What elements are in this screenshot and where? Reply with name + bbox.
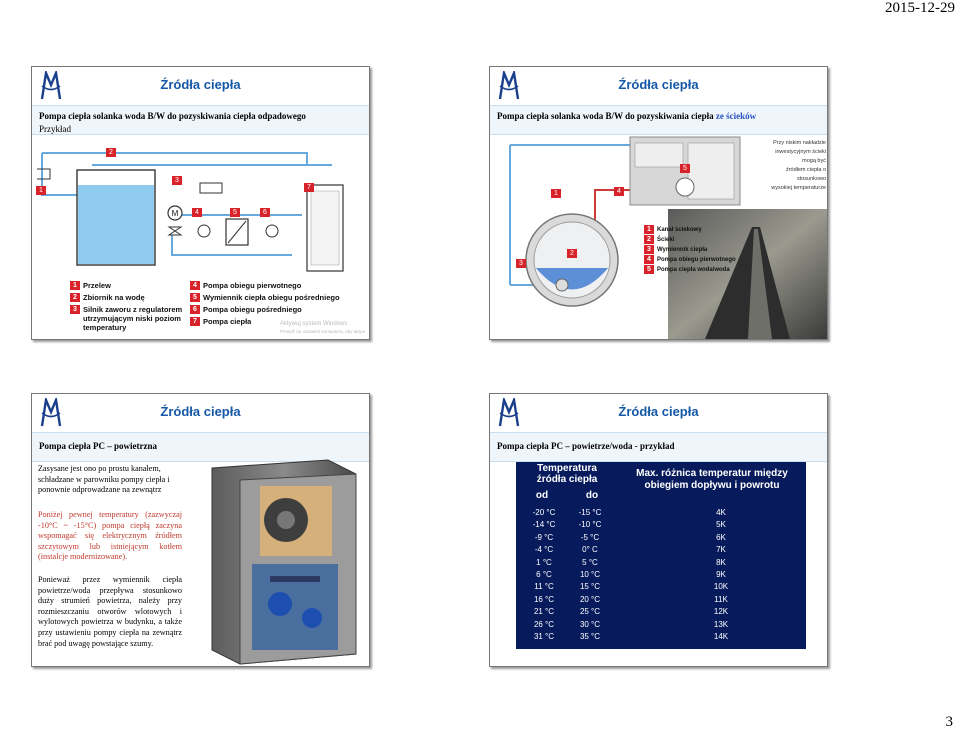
- slide-subtitle: Pompa ciepła PC – powietrzna: [39, 441, 157, 451]
- paragraph-1: Zasysane jest ono po prostu kanałem, sch…: [38, 464, 182, 496]
- slide-thumbnail-1[interactable]: Źródła ciepła Pompa ciepła solanka woda …: [31, 66, 370, 340]
- table-cell-diff: 6K: [666, 533, 776, 542]
- table-header-source: Temperatura źródła ciepła: [524, 463, 610, 485]
- date-label: 2015-12-29: [885, 0, 955, 17]
- slide-subtitle: Pompa ciepła solanka woda B/W do pozyski…: [497, 111, 756, 121]
- table-cell-diff: 8K: [666, 558, 776, 567]
- slide-header-band: Pompa ciepła solanka woda B/W do pozyski…: [490, 105, 827, 135]
- table-header-max-diff: Max. różnica temperatur między obiegiem …: [626, 468, 798, 492]
- slide-thumbnail-4[interactable]: Źródła ciepła Pompa ciepła PC – powietrz…: [489, 393, 828, 667]
- table-cell-to: 30 °C: [562, 620, 618, 629]
- page-number: 3: [946, 714, 954, 731]
- table-cell-diff: 10K: [666, 582, 776, 591]
- slide-title: Źródła ciepła: [490, 77, 827, 92]
- air-heat-pump-illustration: [200, 458, 368, 666]
- temperature-table: Temperatura źródła ciepła od do Max. róż…: [516, 462, 806, 649]
- table-cell-to: 0° C: [562, 545, 618, 554]
- table-cell-to: -15 °C: [562, 508, 618, 517]
- table-cell-diff: 12K: [666, 607, 776, 616]
- paragraph-3: Ponieważ przez wymiennik ciepła powietrz…: [38, 575, 182, 649]
- table-header-to: do: [572, 490, 612, 501]
- slide-title: Źródła ciepła: [32, 404, 369, 419]
- table-cell-diff: 11K: [666, 595, 776, 604]
- table-header-from: od: [522, 490, 562, 501]
- slide-header-band: Pompa ciepła solanka woda B/W do pozyski…: [32, 105, 369, 135]
- table-cell-to: 15 °C: [562, 582, 618, 591]
- table-cell-to: 20 °C: [562, 595, 618, 604]
- waste-heat-diagram: M: [32, 135, 369, 275]
- table-cell-diff: 4K: [666, 508, 776, 517]
- callout-box: Przy niskim nakładzie inwestycyjnym ście…: [760, 139, 826, 193]
- paragraph-2: Poniżej pewnej temperatury (zazwyczaj -1…: [38, 510, 182, 563]
- slide-header-band: Pompa ciepła PC – powietrze/woda - przyk…: [490, 432, 827, 462]
- table-cell-diff: 14K: [666, 632, 776, 641]
- slide-thumbnail-2[interactable]: Źródła ciepła Pompa ciepła solanka woda …: [489, 66, 828, 340]
- watermark-line-1: Aktywuj system Windows: [280, 321, 347, 327]
- slide-thumbnail-3[interactable]: Źródła ciepła Pompa ciepła PC – powietrz…: [31, 393, 370, 667]
- table-cell-to: 5 °C: [562, 558, 618, 567]
- motor-label: M: [172, 209, 179, 218]
- slide-subtitle-2: Przykład: [39, 124, 71, 134]
- table-cell-diff: 7K: [666, 545, 776, 554]
- slide-subtitle: Pompa ciepła PC – powietrze/woda - przyk…: [497, 441, 674, 451]
- table-cell-to: -5 °C: [562, 533, 618, 542]
- slide-title: Źródła ciepła: [32, 77, 369, 92]
- slide-title: Źródła ciepła: [490, 404, 827, 419]
- table-cell-diff: 5K: [666, 520, 776, 529]
- slide-subtitle: Pompa ciepła solanka woda B/W do pozyski…: [39, 111, 306, 121]
- table-cell-diff: 13K: [666, 620, 776, 629]
- table-cell-to: 25 °C: [562, 607, 618, 616]
- table-cell-diff: 9K: [666, 570, 776, 579]
- table-cell-to: 10 °C: [562, 570, 618, 579]
- table-cell-to: 35 °C: [562, 632, 618, 641]
- table-cell-to: -10 °C: [562, 520, 618, 529]
- watermark-line-2: Przejdź do ustawień komputera, aby aktyw: [280, 329, 365, 334]
